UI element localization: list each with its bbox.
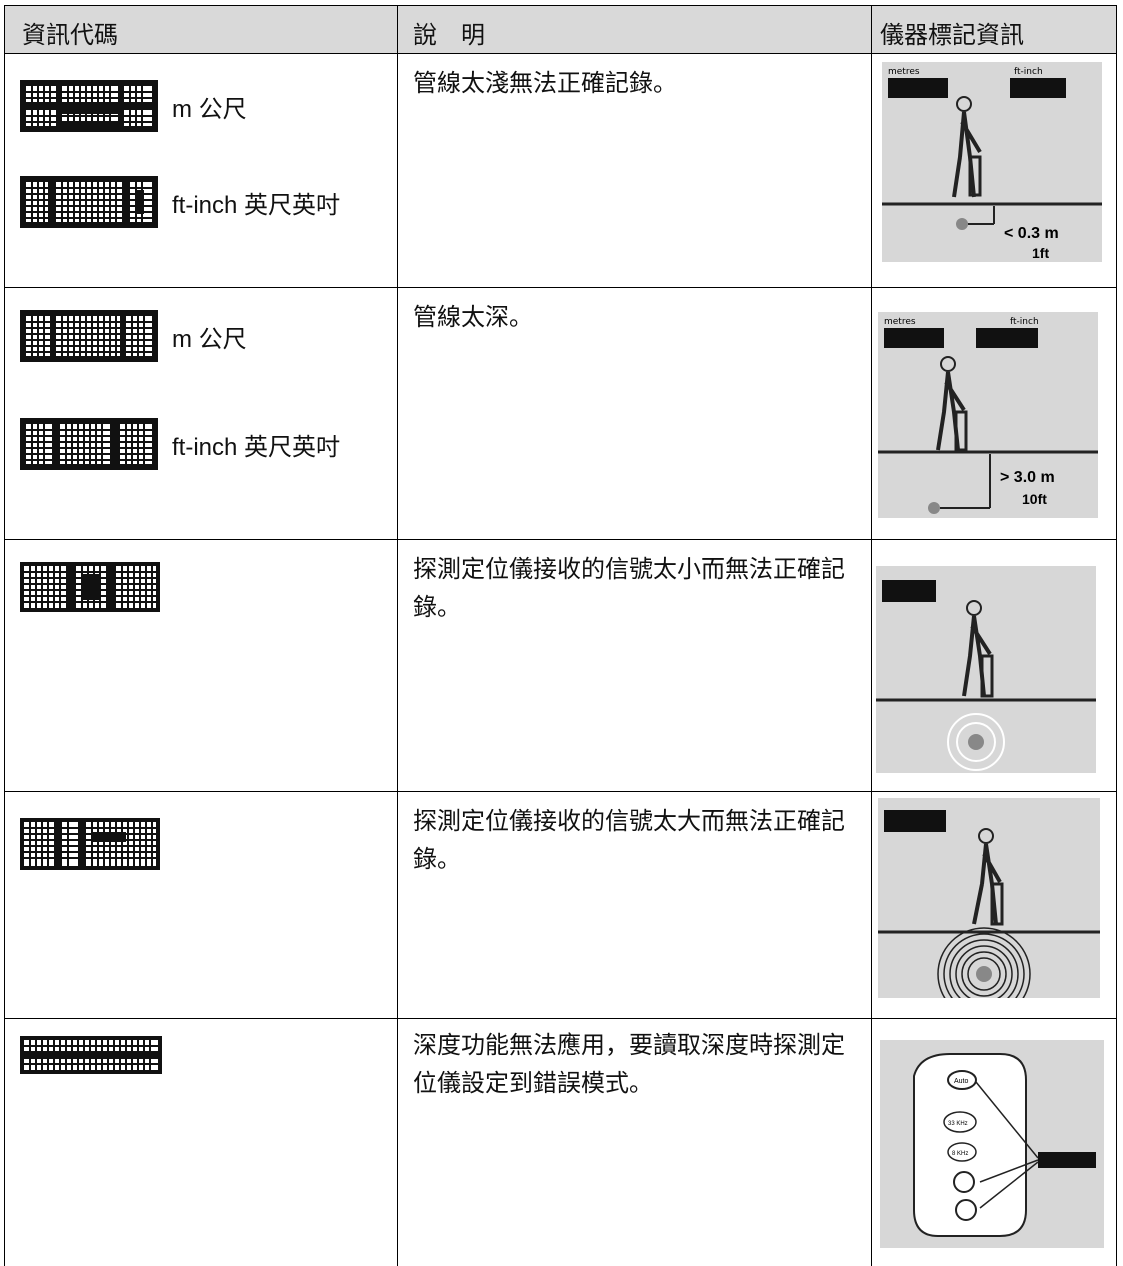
header-instrument-label: 儀器標記資訊: [880, 21, 1024, 49]
description-text: 探測定位儀接收的信號太小而無法正確記錄。: [413, 555, 845, 621]
illus-value-b: 1ft: [1032, 245, 1049, 261]
illus-value-b: 10ft: [1022, 491, 1047, 507]
code-item: [20, 818, 160, 870]
wrong-mode-illustration: Auto 33 KHz 8 KHz: [880, 1040, 1104, 1248]
lcd-code-icon: [20, 176, 158, 228]
header-cell-instrument: 儀器標記資訊: [872, 6, 1116, 53]
lcd-code-icon: [20, 818, 160, 870]
lcd-code-icon: [20, 310, 158, 362]
code-item: [20, 562, 160, 612]
illus-value-a: > 3.0 m: [1000, 469, 1055, 486]
illus-auto-label: Auto: [954, 1078, 969, 1085]
code-item: ft-inch 英尺英吋: [20, 176, 340, 228]
unit-label: m 公尺: [172, 325, 247, 353]
table-row-divider: [4, 791, 1117, 792]
illus-label-a: metres: [888, 67, 920, 77]
unit-label: ft-inch 英尺英吋: [172, 191, 341, 219]
table-row-divider: [4, 1018, 1117, 1019]
depth-too-deep-illustration: metres ft-inch > 3.0 m 10ft: [878, 312, 1098, 518]
table-border-left: [4, 5, 5, 1266]
unit-label: m 公尺: [172, 95, 247, 123]
lcd-code-icon: [20, 562, 160, 612]
table-row-divider: [4, 287, 1117, 288]
table-border-header: [4, 53, 1117, 54]
description-text: 管線太淺無法正確記錄。: [413, 69, 677, 97]
lcd-code-icon: [20, 1036, 162, 1074]
illus-8khz-label: 8 KHz: [952, 1151, 968, 1157]
illus-label-b: ft-inch: [1014, 67, 1043, 77]
description-text: 探測定位儀接收的信號太大而無法正確記錄。: [413, 807, 845, 873]
description-text: 管線太深。: [413, 303, 533, 331]
illus-33khz-label: 33 KHz: [948, 1121, 968, 1127]
illus-value-a: < 0.3 m: [1004, 225, 1059, 242]
description-text: 深度功能無法應用，要讀取深度時探測定位儀設定到錯誤模式。: [413, 1031, 845, 1097]
code-item: m 公尺: [20, 80, 247, 132]
table-col-divider: [397, 5, 398, 1266]
unit-label: ft-inch 英尺英吋: [172, 433, 341, 461]
depth-too-shallow-illustration: metres ft-inch < 0.3 m 1ft: [882, 62, 1102, 262]
signal-too-strong-illustration: [878, 798, 1100, 998]
table-col-divider: [871, 5, 872, 1266]
header-description-label: 說 明: [413, 21, 485, 49]
code-item: [20, 1036, 162, 1074]
lcd-code-icon: [20, 418, 158, 470]
header-cell-description: 說 明: [398, 6, 871, 53]
table-border-top: [4, 5, 1117, 6]
code-item: m 公尺: [20, 310, 247, 362]
signal-too-weak-illustration: [876, 566, 1096, 773]
table-row-divider: [4, 539, 1117, 540]
illus-label-b: ft-inch: [1010, 317, 1039, 327]
lcd-code-icon: [20, 80, 158, 132]
header-code-label: 資訊代碼: [22, 21, 118, 49]
code-item: ft-inch 英尺英吋: [20, 418, 340, 470]
illus-label-a: metres: [884, 317, 916, 327]
header-cell-code: 資訊代碼: [4, 6, 397, 53]
table-border-right: [1116, 5, 1117, 1266]
